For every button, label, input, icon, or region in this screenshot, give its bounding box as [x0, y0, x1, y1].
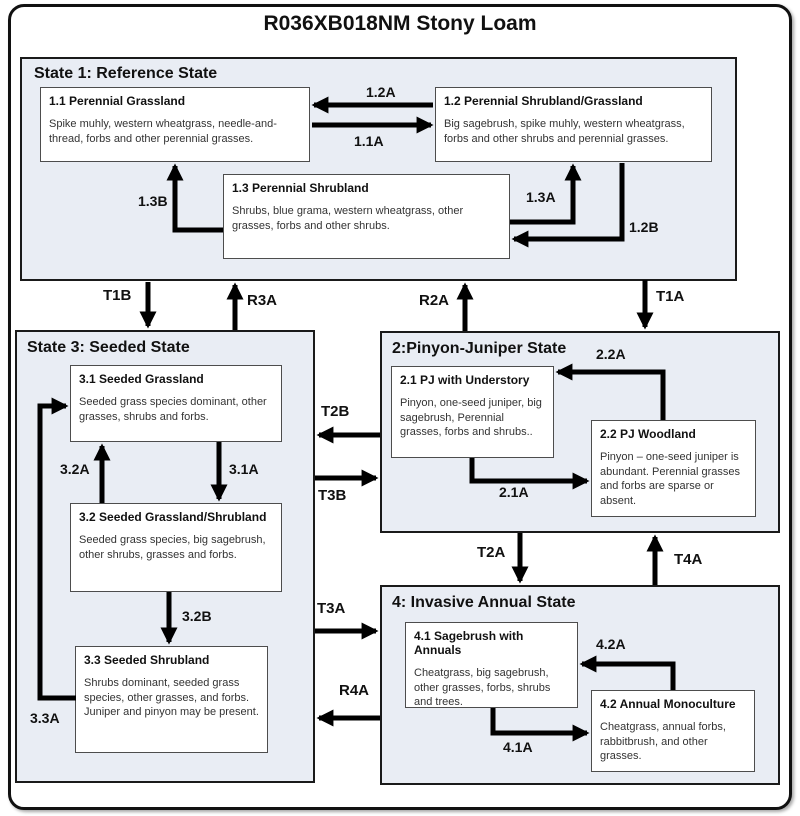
community-title: 3.2 Seeded Grassland/Shrubland: [79, 510, 267, 524]
pathway-label-4-2a: 4.2A: [596, 636, 626, 652]
community-desc: Shrubs, blue grama, western wheatgrass, …: [232, 205, 464, 232]
community-desc: Spike muhly, western wheatgrass, needle-…: [49, 118, 277, 145]
community-desc: Pinyon – one-seed juniper is abundant. P…: [600, 451, 741, 507]
community-title: 1.1 Perennial Grassland: [49, 94, 186, 108]
transition-label-t4a: T4A: [674, 551, 703, 568]
community-title: 2.1 PJ with Understory: [400, 373, 530, 387]
state-2-label: 2:Pinyon-Juniper State: [392, 340, 567, 357]
community-title: 3.3 Seeded Shrubland: [84, 653, 210, 667]
community-desc: Cheatgrass, annual forbs, rabbitbrush, a…: [600, 721, 726, 763]
transition-label-t3a: T3A: [317, 600, 346, 617]
community-desc: Cheatgrass, big sagebrush, other grasses…: [414, 667, 551, 708]
pathway-label-1-2b: 1.2B: [629, 219, 659, 235]
transition-label-t1a: T1A: [656, 288, 685, 305]
community-4-1-box: 4.1 Sagebrush with Annuals Cheatgrass, b…: [405, 622, 578, 708]
state-1-label: State 1: Reference State: [34, 65, 218, 82]
community-2-2-box: 2.2 PJ Woodland Pinyon – one-seed junipe…: [591, 420, 756, 517]
community-desc: Big sagebrush, spike muhly, western whea…: [444, 118, 685, 145]
community-1-2-box: 1.2 Perennial Shrubland/Grassland Big sa…: [435, 87, 712, 162]
pathway-label-3-3a: 3.3A: [30, 710, 60, 726]
community-title: 1.2 Perennial Shrubland/Grassland: [444, 94, 643, 108]
community-desc: Seeded grass species, big sagebrush, oth…: [79, 534, 266, 561]
pathway-label-1-1a: 1.1A: [354, 133, 384, 149]
community-desc: Seeded grass species dominant, other gra…: [79, 396, 267, 423]
community-title: 1.3 Perennial Shrubland: [232, 181, 369, 195]
community-3-1-box: 3.1 Seeded Grassland Seeded grass specie…: [70, 365, 282, 442]
transition-label-t1b: T1B: [103, 287, 132, 304]
community-title: 4.1 Sagebrush with Annuals: [414, 629, 524, 657]
pathway-label-3-2a: 3.2A: [60, 461, 90, 477]
state-3-label: State 3: Seeded State: [27, 339, 190, 356]
pathway-label-3-1a: 3.1A: [229, 461, 259, 477]
pathway-label-3-2b: 3.2B: [182, 608, 212, 624]
diagram-title: R036XB018NM Stony Loam: [263, 12, 537, 35]
pathway-label-1-3a: 1.3A: [526, 189, 556, 205]
community-title: 4.2 Annual Monoculture: [600, 697, 736, 711]
community-1-1-box: 1.1 Perennial Grassland Spike muhly, wes…: [40, 87, 310, 162]
transition-label-t3b: T3B: [318, 487, 347, 504]
community-desc: Pinyon, one-seed juniper, big sagebrush,…: [400, 397, 542, 439]
state-4-label: 4: Invasive Annual State: [392, 594, 576, 611]
community-title: 2.2 PJ Woodland: [600, 427, 696, 441]
pathway-label-2-1a: 2.1A: [499, 484, 529, 500]
transition-label-r3a: R3A: [247, 292, 278, 309]
community-3-3-box: 3.3 Seeded Shrubland Shrubs dominant, se…: [75, 646, 268, 753]
pathway-label-1-3b: 1.3B: [138, 193, 168, 209]
pathway-label-2-2a: 2.2A: [596, 346, 626, 362]
transition-label-t2b: T2B: [321, 403, 350, 420]
transition-label-r4a: R4A: [339, 682, 370, 699]
pathway-label-1-2a: 1.2A: [366, 84, 396, 100]
pathway-label-4-1a: 4.1A: [503, 739, 533, 755]
community-2-1-box: 2.1 PJ with Understory Pinyon, one-seed …: [391, 366, 554, 458]
community-4-2-box: 4.2 Annual Monoculture Cheatgrass, annua…: [591, 690, 755, 772]
community-desc: Shrubs dominant, seeded grass species, o…: [84, 677, 259, 719]
community-3-2-box: 3.2 Seeded Grassland/Shrubland Seeded gr…: [70, 503, 282, 592]
community-title: 3.1 Seeded Grassland: [79, 372, 204, 386]
transition-label-t2a: T2A: [477, 544, 506, 561]
transition-label-r2a: R2A: [419, 292, 450, 309]
community-1-3-box: 1.3 Perennial Shrubland Shrubs, blue gra…: [223, 174, 510, 259]
